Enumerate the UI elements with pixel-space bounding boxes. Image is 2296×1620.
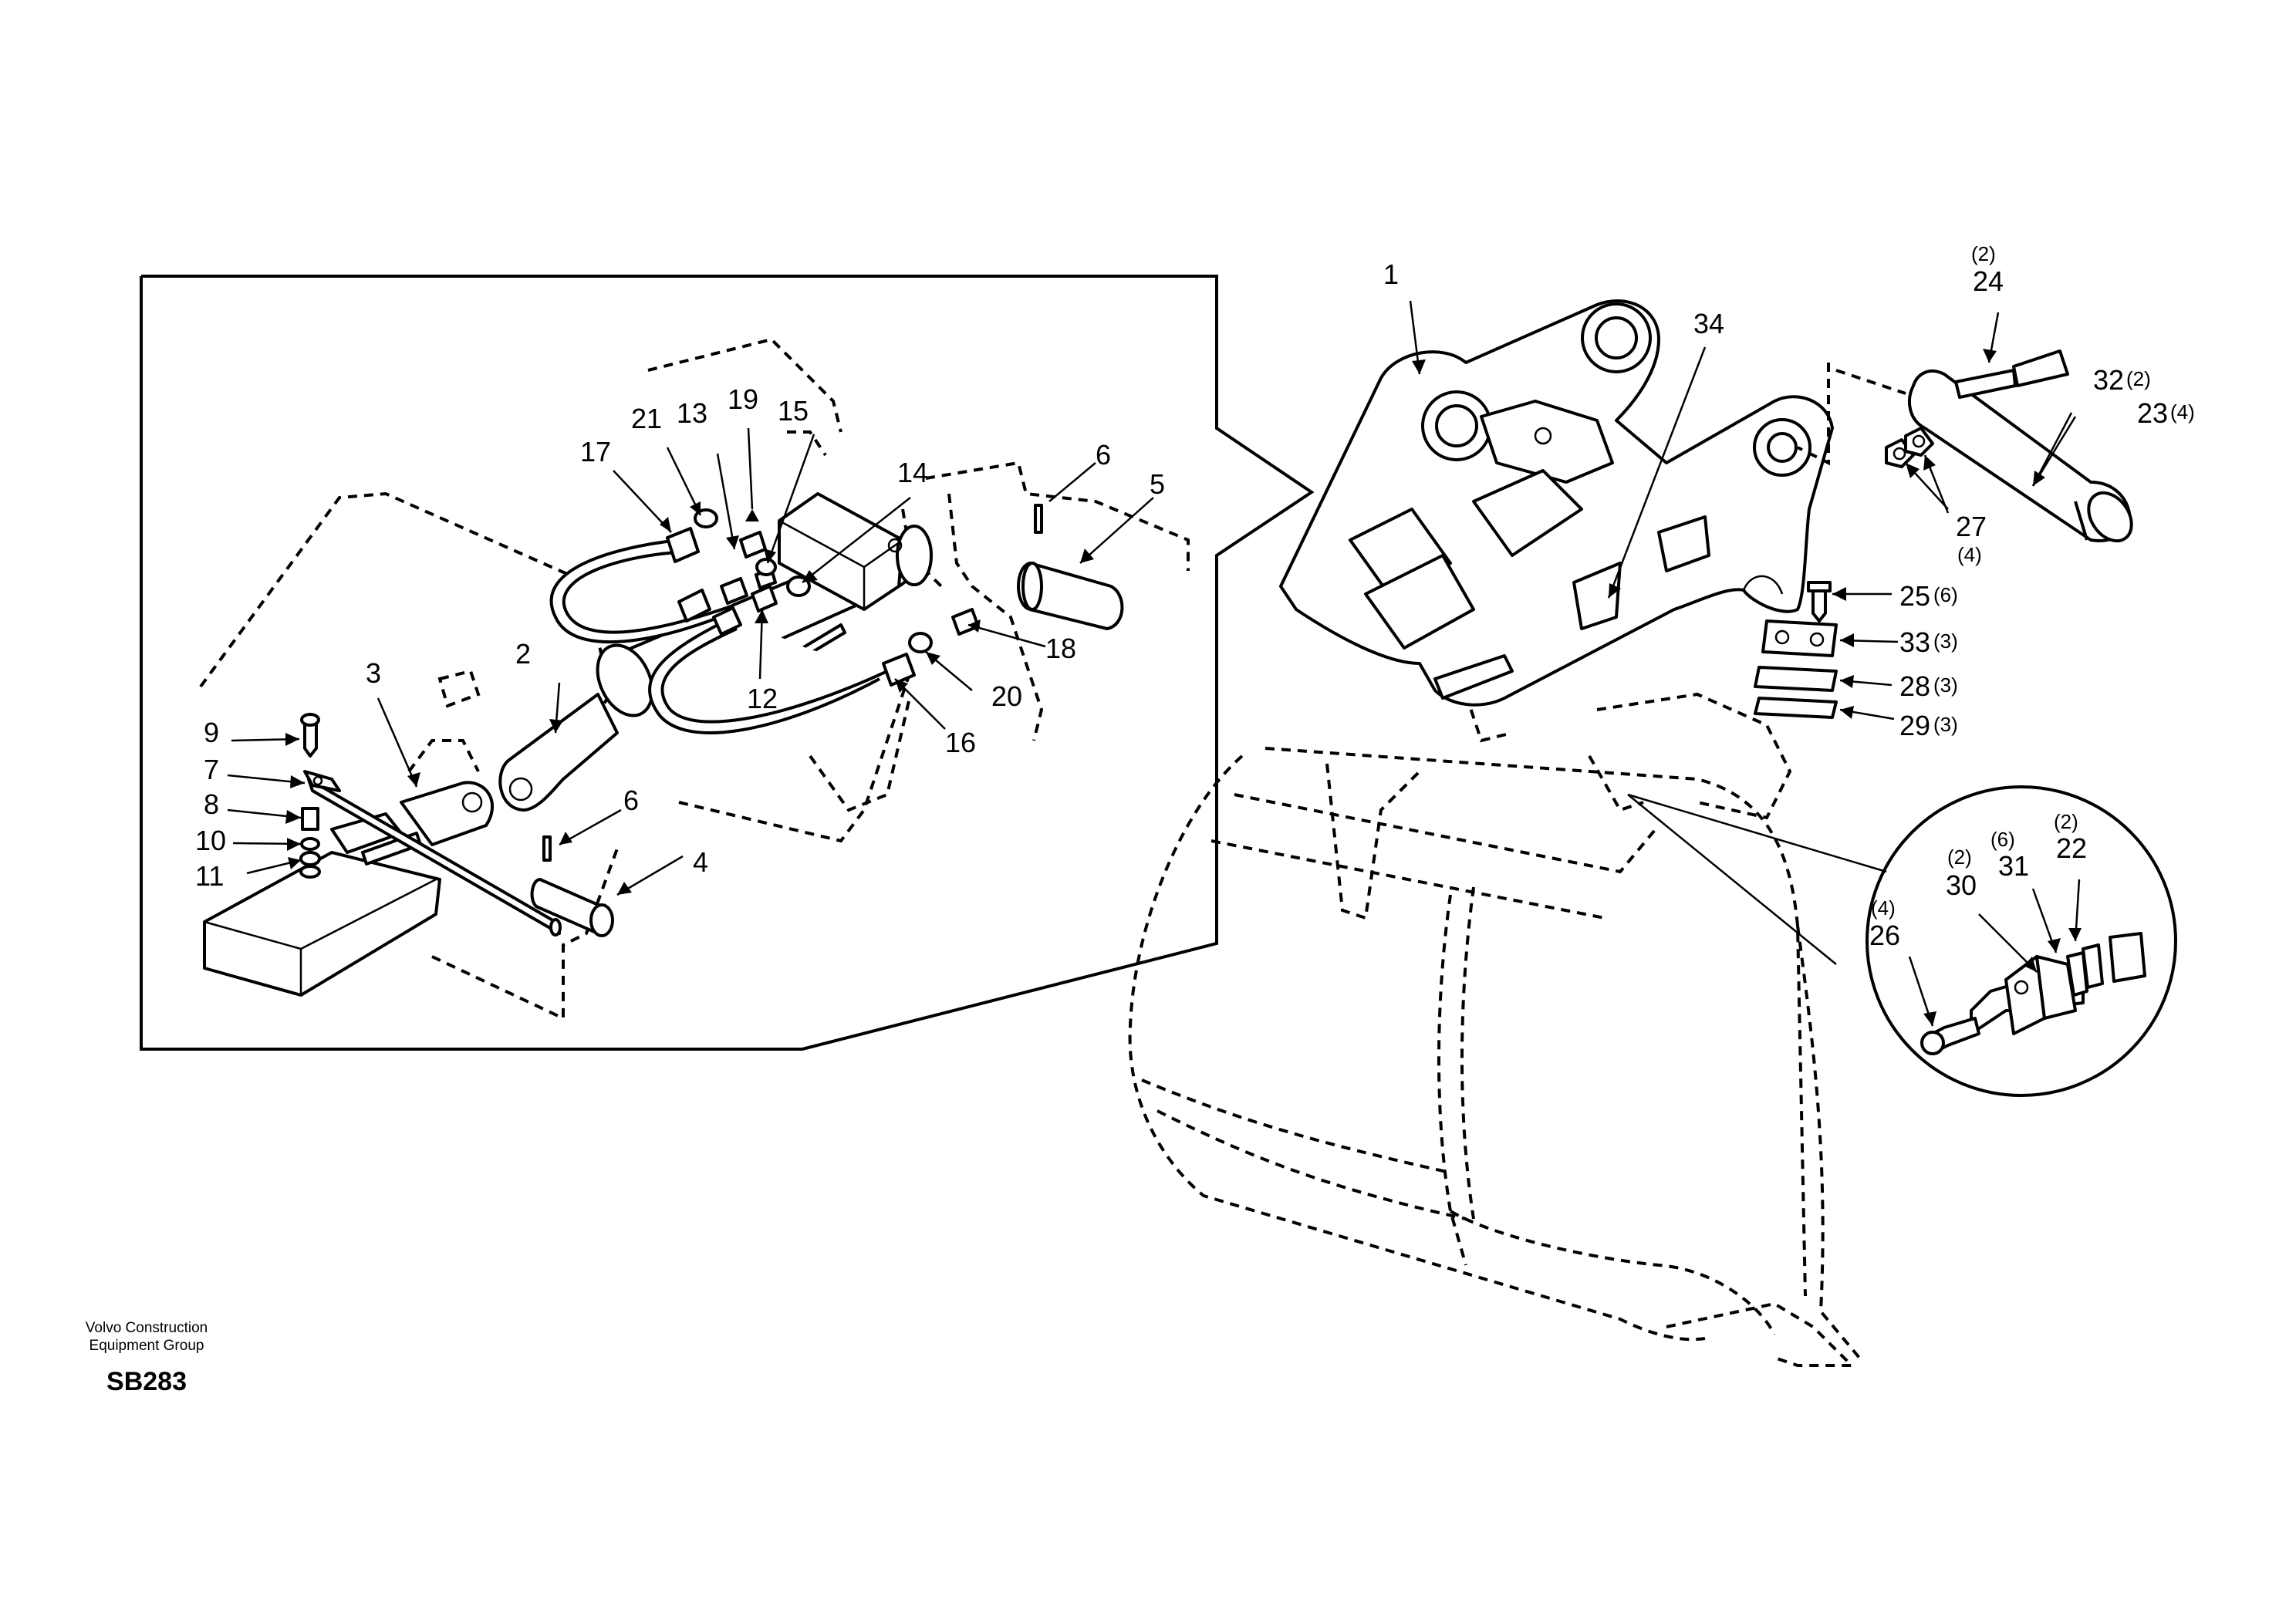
callout-12: 12 [747, 683, 778, 714]
callout-1: 1 [1383, 258, 1399, 290]
callout-26: 26 [1869, 920, 1900, 951]
callout-8: 8 [204, 788, 219, 820]
callout-24: 24 [1973, 265, 2004, 297]
callout-24-qty: (2) [1971, 242, 1996, 265]
callout-27: 27 [1956, 511, 1987, 542]
detail-inset-frame [140, 275, 1315, 1051]
callout-29: 29 [1899, 710, 1930, 741]
callout-2: 2 [515, 638, 531, 670]
callout-32-qty: (2) [2126, 367, 2151, 390]
callout-20: 20 [991, 680, 1022, 712]
callout-33: 33 [1899, 626, 1930, 658]
callout-labels: 1 2 3 4 5 6 6 7 8 9 10 11 12 13 14 15 16… [195, 242, 2195, 951]
callout-27-qty: (4) [1957, 543, 1982, 566]
callout-30: 30 [1946, 869, 1977, 901]
callout-17: 17 [580, 436, 611, 467]
wear-pad-detail [1627, 785, 2177, 1097]
callout-28: 28 [1899, 670, 1930, 702]
callout-10: 10 [195, 825, 226, 856]
callout-5: 5 [1150, 468, 1165, 500]
callout-6-lower: 6 [623, 785, 639, 816]
callout-25: 25 [1899, 580, 1930, 612]
callout-21: 21 [631, 403, 662, 434]
callout-22-qty: (2) [2054, 810, 2078, 833]
callout-16: 16 [945, 727, 976, 758]
callout-30-qty: (2) [1947, 845, 1972, 869]
callout-33-qty: (3) [1933, 629, 1958, 653]
callout-28-qty: (3) [1933, 673, 1958, 697]
callout-22: 22 [2056, 832, 2087, 864]
publisher-block: Volvo Construction Equipment Group SB283 [39, 1319, 255, 1397]
callout-31: 31 [1998, 850, 2029, 882]
publisher-line-1: Volvo Construction [85, 1320, 208, 1336]
callout-23-qty: (4) [2170, 400, 2195, 424]
callout-29-qty: (3) [1933, 713, 1958, 736]
quick-coupler-frame [1279, 299, 1834, 707]
callout-9: 9 [204, 717, 219, 748]
callout-14: 14 [897, 457, 928, 488]
callout-31-qty: (6) [1990, 828, 2015, 851]
callout-32: 32 [2093, 364, 2124, 396]
callout-23: 23 [2137, 397, 2168, 429]
callout-19: 19 [728, 383, 758, 415]
callout-15: 15 [778, 395, 809, 427]
callout-13: 13 [677, 397, 707, 429]
bucket-outline [1128, 692, 1861, 1367]
callout-3: 3 [366, 657, 381, 689]
inset-cylinder-assembly [199, 337, 1190, 1021]
callout-7: 7 [204, 754, 219, 785]
callout-18: 18 [1045, 633, 1076, 664]
callout-34: 34 [1693, 308, 1724, 339]
diagram-code: SB283 [106, 1367, 187, 1396]
shim-plates [1754, 581, 1838, 719]
callout-4: 4 [693, 846, 708, 878]
publisher-line-2: Equipment Group [89, 1338, 204, 1354]
arrowheads [285, 349, 2082, 1026]
callout-25-qty: (6) [1933, 583, 1958, 606]
pin-assembly [1797, 349, 2133, 543]
callout-6-upper: 6 [1096, 439, 1111, 471]
callout-26-qty: (4) [1871, 896, 1896, 920]
callout-11: 11 [195, 860, 224, 892]
